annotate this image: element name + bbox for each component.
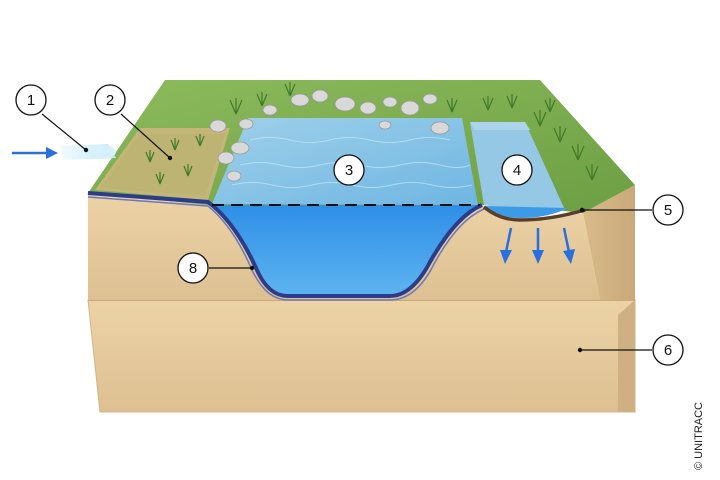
callout-3-label: 3 (345, 162, 353, 179)
callout-8-label: 8 (189, 260, 197, 277)
callout-4-label: 4 (513, 162, 521, 179)
callout-3: 3 (333, 154, 365, 186)
infiltration-water-section (484, 206, 568, 218)
callout-6-label: 6 (664, 342, 672, 359)
inflow (12, 144, 116, 160)
infiltration-soil-layer (482, 205, 586, 222)
pond-water-section (212, 205, 478, 294)
callout-6: 6 (652, 334, 684, 366)
callout-1-label: 1 (27, 92, 35, 109)
upper-block-side (583, 185, 635, 300)
upper-block-front (88, 193, 600, 300)
infiltration-arrows (500, 227, 575, 264)
callout-1: 1 (15, 84, 47, 116)
callout-5-label: 5 (664, 202, 672, 219)
pond-liner (87, 191, 483, 298)
copyright-text: © UNITRACC (693, 402, 705, 470)
callout-leaders (41, 113, 652, 353)
callout-4: 4 (501, 154, 533, 186)
subsoil-block (87, 299, 636, 413)
callout-5: 5 (652, 194, 684, 226)
callout-8: 8 (177, 252, 209, 284)
callout-2: 2 (94, 84, 126, 116)
callout-2-label: 2 (106, 92, 114, 109)
rocks (209, 89, 450, 182)
grass-tufts (145, 82, 599, 185)
